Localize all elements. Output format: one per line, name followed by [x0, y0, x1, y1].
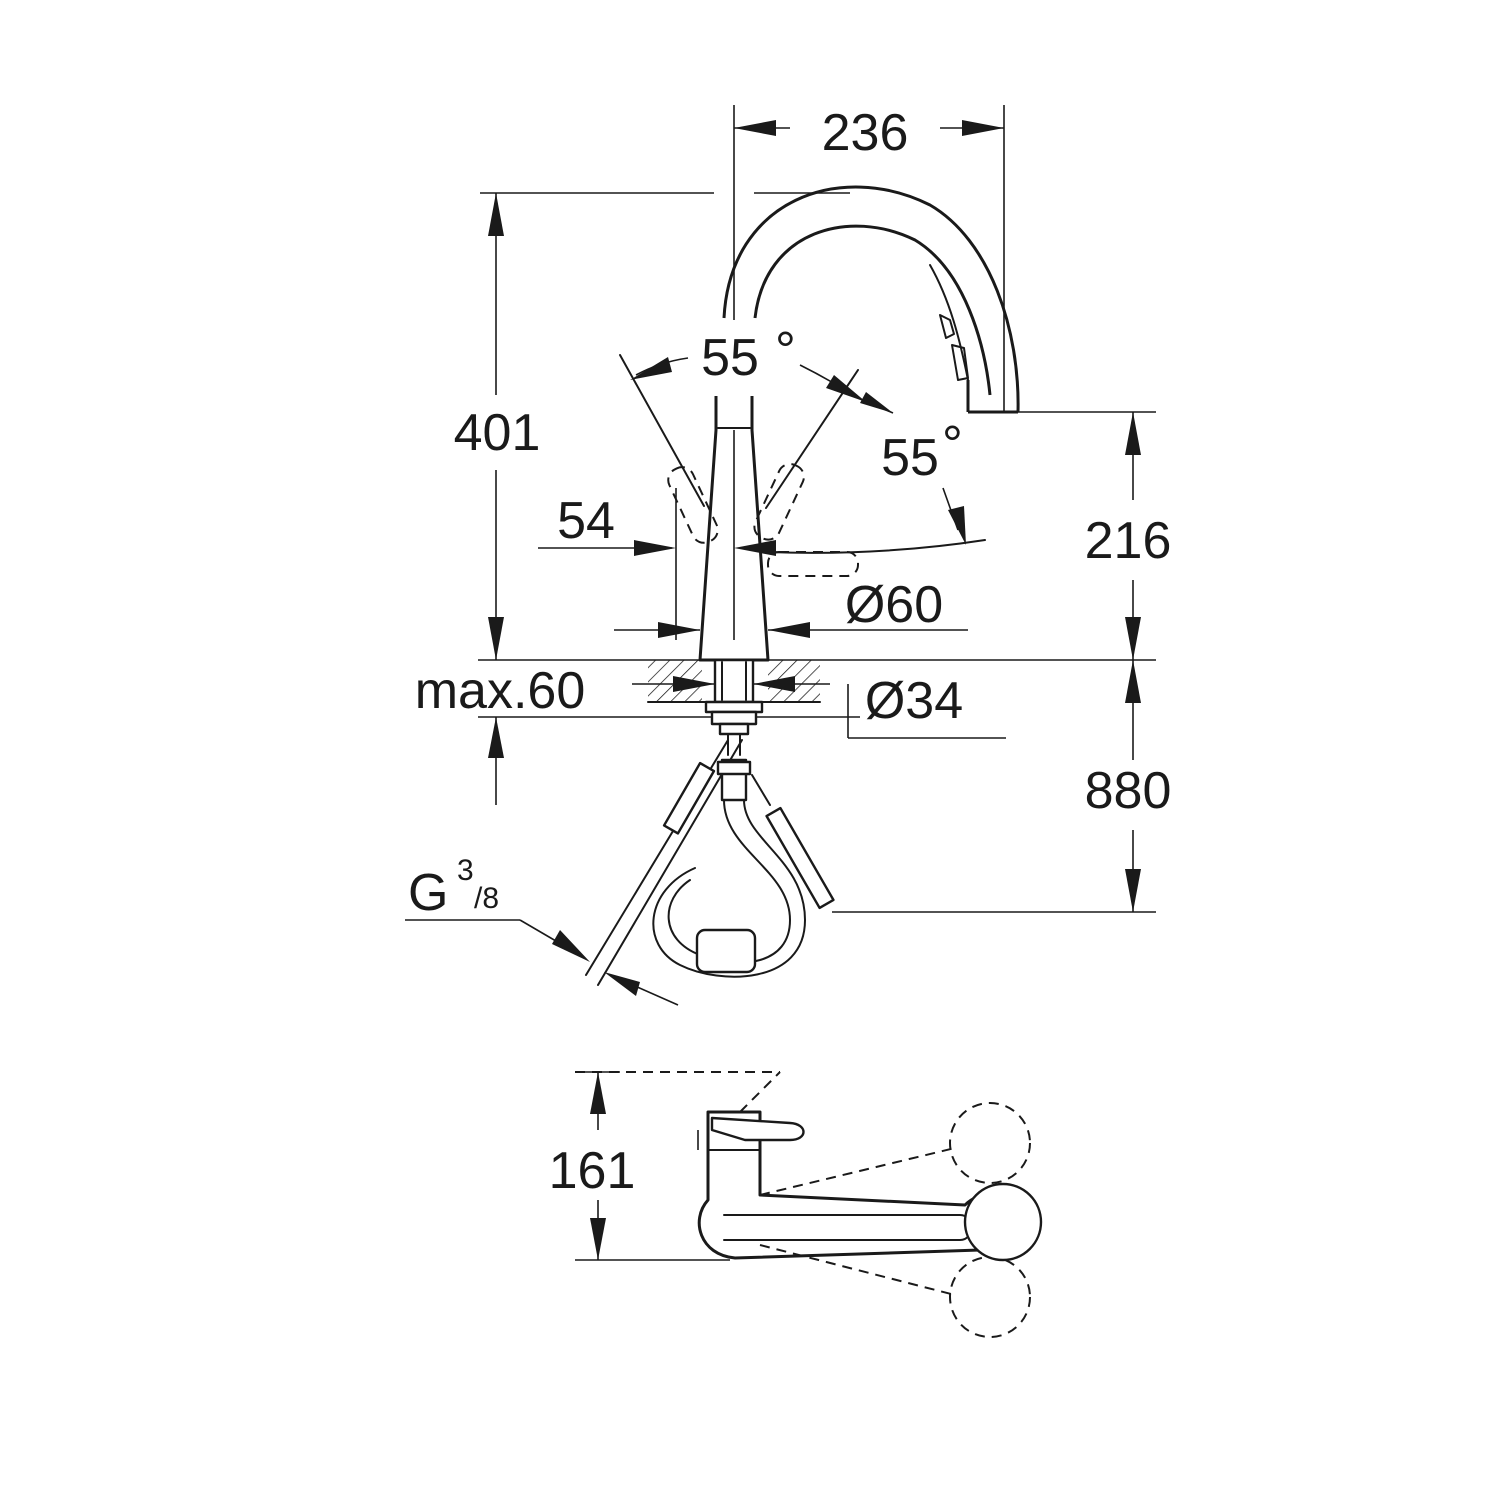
- dim-handle-swing-right: 55: [881, 429, 939, 487]
- dimension-labels: 236 401 55 ° 55 ° 54 216 Ø60 max.60 Ø34 …: [408, 104, 1171, 922]
- spray-head-outline: [929, 264, 969, 381]
- dim-hole-diameter: Ø34: [865, 672, 963, 730]
- degree-symbol-right: °: [942, 416, 963, 474]
- dim-total-height: 401: [454, 404, 541, 462]
- dimension-lines: [405, 105, 1156, 1006]
- dim-hose-length: 880: [1085, 762, 1172, 820]
- connection-denominator: /8: [474, 882, 499, 915]
- spout-outline: [722, 185, 1020, 413]
- dim-spout-height: 216: [1085, 512, 1172, 570]
- lever-left-position: [667, 466, 719, 544]
- spout-inner-outline: [753, 224, 992, 396]
- dim-handle-swing-left: 55: [701, 329, 759, 387]
- hose-weight: [695, 928, 757, 974]
- faucet-top-view: [575, 1071, 1043, 1338]
- dim-lever-offset: 54: [557, 492, 615, 550]
- lever-side-position: [767, 551, 859, 577]
- connection-numerator: 3: [457, 854, 474, 887]
- top-view-spout-head: [963, 1182, 1043, 1262]
- dim-top-view-depth: 161: [549, 1142, 636, 1200]
- dim-spout-reach: 236: [822, 104, 909, 162]
- dim-max-deck-thickness: max.60: [415, 662, 586, 720]
- top-view-dimension: 161: [549, 1071, 730, 1261]
- dim-base-diameter: Ø60: [845, 576, 943, 634]
- spray-hose-loop: [667, 799, 791, 964]
- lever-right-position: [753, 463, 805, 541]
- supply-hoses: [585, 739, 835, 986]
- top-view-lever: [710, 1116, 805, 1142]
- mounting-shank: [713, 658, 755, 704]
- degree-symbol-left: °: [775, 322, 796, 380]
- connection-g-label: G: [408, 864, 448, 922]
